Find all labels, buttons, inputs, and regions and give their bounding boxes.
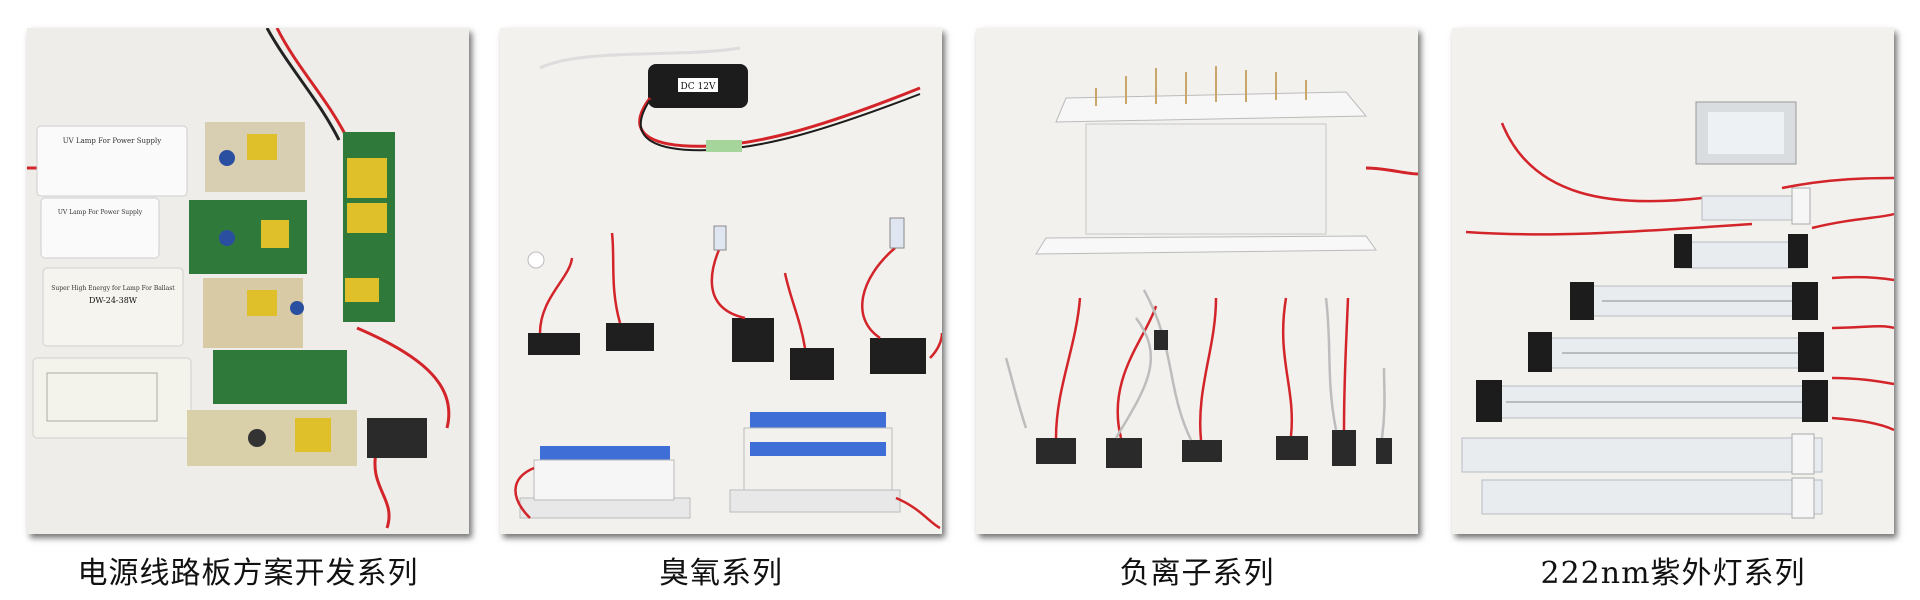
box2-label: UV Lamp For Power Supply xyxy=(58,209,143,216)
ozone-modules-illustration: DC 12V xyxy=(500,28,942,534)
caption-ozone-series: 臭氧系列 xyxy=(659,556,783,591)
uv-lamps-photo xyxy=(1452,28,1894,534)
power-supply-boards-photo: UV Lamp For Power Supply UV Lamp For Pow… xyxy=(27,28,469,534)
box1-label: UV Lamp For Power Supply xyxy=(63,137,161,145)
ozone-modules-photo: DC 12V xyxy=(500,28,942,534)
module-label: DC 12V xyxy=(681,82,716,92)
uv-lamps-illustration xyxy=(1452,28,1894,534)
negative-ion-modules-photo xyxy=(976,28,1418,534)
caption-uv-lamp-series: 222nm紫外灯系列 xyxy=(1540,556,1806,591)
negative-ion-modules-illustration xyxy=(976,28,1418,534)
box3-model: DW-24-38W xyxy=(89,296,138,305)
power-supply-boards-illustration: UV Lamp For Power Supply UV Lamp For Pow… xyxy=(27,28,469,534)
caption-power-supply-boards: 电源线路板方案开发系列 xyxy=(77,556,419,591)
caption-negative-ion-series: 负离子系列 xyxy=(1119,556,1275,591)
box3-label: Super High Energy for Lamp For Ballast xyxy=(51,285,175,292)
